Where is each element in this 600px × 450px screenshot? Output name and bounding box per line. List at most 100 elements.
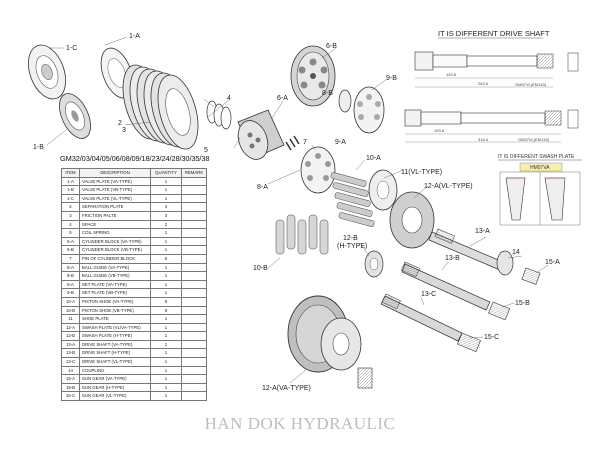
parts-header-row: ITEM DESCRIPTION QUANTITY REMARK <box>61 168 207 178</box>
cell-remark <box>181 339 207 350</box>
cell-item: 5 <box>61 228 80 238</box>
sun-gear-15b <box>488 301 511 321</box>
swash-plate-12a-vl <box>389 191 435 249</box>
cell-item: 15-A <box>61 374 80 384</box>
label-9a: 9-A <box>335 139 346 146</box>
label-13b: 13-B <box>445 255 460 262</box>
drive-shaft-13a <box>428 228 504 271</box>
label-2: 2 <box>118 120 122 127</box>
cell-item: 11 <box>61 314 80 324</box>
label-1c: 1-C <box>66 45 77 52</box>
header-quantity: QUANTITY <box>150 168 182 178</box>
cell-remark <box>181 202 207 212</box>
cell-description: BALL GUIDE (VB-TYPE) <box>79 271 151 281</box>
cell-quantity: 1 <box>150 391 182 402</box>
cell-quantity: 9 <box>150 305 182 316</box>
header-item: ITEM <box>61 168 80 178</box>
cell-remark <box>181 210 207 221</box>
cell-item: 12-B <box>61 331 80 341</box>
label-7: 7 <box>303 139 307 146</box>
cell-quantity: 1 <box>150 193 182 204</box>
cell-quantity: 1 <box>150 348 182 359</box>
cell-quantity: 1 <box>150 374 182 384</box>
cell-quantity: 4 <box>150 202 182 212</box>
label-6a: 6-A <box>277 95 288 102</box>
pistons-10b <box>275 214 329 255</box>
label-10b: 10-B <box>253 265 268 272</box>
parts-list-title: GM32/03/04/05/06/08/09/18/23/24/28/30/35… <box>60 154 210 163</box>
cell-remark <box>181 253 207 264</box>
cell-remark <box>181 357 207 367</box>
cell-quantity: 1 <box>150 262 182 273</box>
cell-description: SEPARATION PLATE <box>79 202 151 212</box>
cell-description: VALVE PLATE (VB-TYPE) <box>79 185 151 195</box>
leader-lines <box>46 36 549 384</box>
cell-quantity: 2 <box>150 219 182 230</box>
cell-remark <box>181 262 207 273</box>
coupling-14 <box>496 250 514 276</box>
cell-description: DRIVE SHAFT (H-TYPE) <box>79 348 151 359</box>
label-14: 14 <box>512 249 520 256</box>
cell-description: DRIVE SHAFT (VL-TYPE) <box>79 357 151 367</box>
header-description: DESCRIPTION <box>79 168 151 178</box>
cell-quantity: 1 <box>150 339 182 350</box>
cell-remark <box>181 185 207 195</box>
cell-quantity: 1 <box>150 245 182 255</box>
cell-item: 1-C <box>61 193 80 204</box>
cell-remark <box>181 374 207 384</box>
cell-description: PIN OF CYLINDER BLOCK <box>79 253 151 264</box>
valve-plate-1c <box>27 44 67 100</box>
cell-remark <box>181 219 207 230</box>
cell-description: COUPLING <box>79 365 151 376</box>
cell-item: 9-A <box>61 279 80 290</box>
cell-item: 14 <box>61 365 80 376</box>
cell-description: VALVE PLATE (VA-TYPE) <box>79 176 151 187</box>
header-remark: REMARK <box>181 168 207 178</box>
label-6b: 6-B <box>326 43 337 50</box>
cell-quantity: 1 <box>150 279 182 290</box>
cell-item: 6-B <box>61 245 80 255</box>
cell-quantity: 3 <box>150 210 182 221</box>
cell-item: 3 <box>61 210 80 221</box>
shoe-plate-11 <box>368 169 398 211</box>
shaft1-model: GM07VL(EM140) <box>515 82 547 87</box>
cell-remark <box>181 305 207 316</box>
cell-description: BALL GUIDE (VA-TYPE) <box>79 262 151 273</box>
label-13c: 13-C <box>421 291 436 298</box>
cell-remark <box>181 228 207 238</box>
cell-quantity: 1 <box>150 357 182 367</box>
cell-item: 6-A <box>61 236 80 247</box>
label-11: 11(VL-TYPE) <box>401 169 442 176</box>
set-plate-9a <box>300 146 336 194</box>
label-13a: 13-A <box>475 228 490 235</box>
cell-item: 10-B <box>61 305 80 316</box>
svg-text:193.8: 193.8 <box>434 128 445 133</box>
cell-item: 9-B <box>61 288 80 298</box>
cell-description: SHOE PLATE <box>79 314 151 324</box>
cell-description: FRICTION PALTE <box>79 210 151 221</box>
cell-item: 13-B <box>61 348 80 359</box>
pins-7 <box>285 135 300 151</box>
cylinder-block-6b <box>290 45 336 107</box>
pistons-10a <box>330 172 375 227</box>
cell-description: SUN GEAR (VL-TYPE) <box>79 391 151 402</box>
